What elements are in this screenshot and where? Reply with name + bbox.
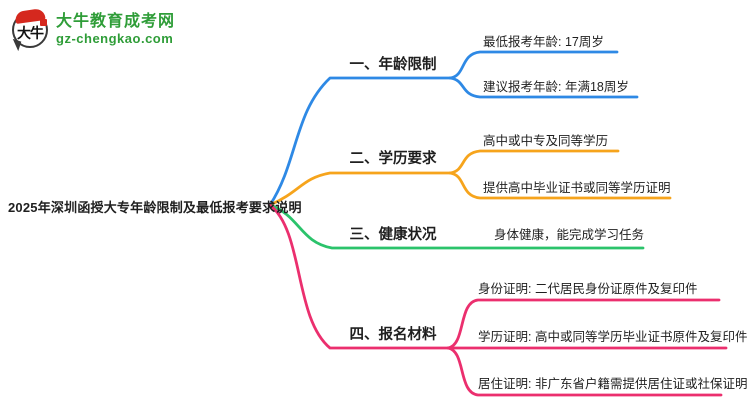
branch-1-child-1-line: [448, 50, 619, 80]
logo-text-block: 大牛教育成考网 gz-chengkao.com: [56, 13, 175, 47]
site-logo: 大牛 大牛教育成考网 gz-chengkao.com: [12, 7, 175, 48]
branch-2-child-1-line: [448, 149, 620, 175]
bull-logo-icon: 大牛: [12, 7, 48, 48]
branch-4-child-3: 居住证明: 非广东省户籍需提供居住证或社保证明: [478, 377, 748, 391]
branch-2-main-line: [268, 171, 452, 207]
logo-red-seal: [40, 19, 47, 26]
branch-1-main-line: [268, 76, 452, 207]
branch-2-label: 二、学历要求: [349, 151, 437, 167]
logo-site-name: 大牛教育成考网: [56, 13, 176, 30]
branch-1-child-1: 最低报考年龄: 17周岁: [483, 35, 604, 49]
branch-4-child-3-line: [446, 346, 723, 397]
branch-3-label: 三、健康状况: [349, 227, 437, 243]
branch-1-child-2-line: [448, 76, 639, 99]
logo-site-domain: gz-chengkao.com: [56, 31, 174, 46]
branch-4-child-1: 身份证明: 二代居民身份证原件及复印件: [478, 282, 698, 296]
logo-icon-text: 大牛: [17, 25, 44, 41]
branch-3-child-1: 身体健康，能完成学习任务: [494, 228, 645, 242]
branch-4-child-2: 学历证明: 高中或同等学历毕业证书原件及复印件: [478, 330, 748, 344]
branch-1-child-2: 建议报考年龄: 年满18周岁: [483, 80, 629, 94]
branch-2-child-1: 高中或中专及同等学历: [483, 134, 609, 148]
branch-4-child-1-line: [446, 298, 721, 350]
branch-1-label: 一、年龄限制: [349, 57, 437, 73]
root-node: 2025年深圳函授大专年龄限制及最低报考要求说明: [8, 200, 302, 215]
branch-3-main-line: [268, 203, 645, 250]
branch-2-child-2-line: [448, 171, 672, 200]
branch-4-label: 四、报名材料: [349, 327, 437, 343]
branch-4-main-line: [268, 203, 450, 350]
branch-2-child-2: 提供高中毕业证书或同等学历证明: [483, 181, 671, 195]
